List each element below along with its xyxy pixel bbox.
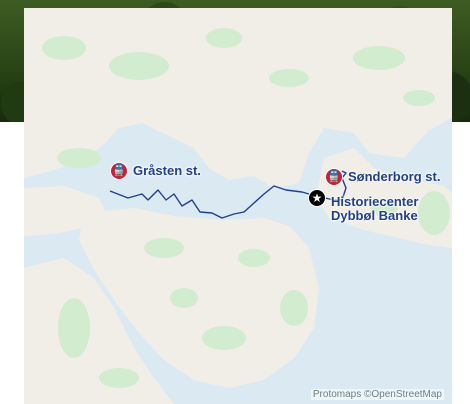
place-label: Historiecenter Dybbøl Banke bbox=[331, 194, 419, 223]
forest-areas bbox=[42, 28, 450, 388]
route-map[interactable]: 🚆 Gråsten st. 🚆 Sønderborg st. ★ Histori… bbox=[24, 8, 452, 404]
land-als bbox=[316, 148, 452, 248]
land-southwest bbox=[24, 258, 174, 404]
place-marker-sonderborg[interactable]: 🚆 Sønderborg st. bbox=[325, 168, 440, 186]
place-marker-grasten[interactable]: 🚆 Gråsten st. bbox=[110, 162, 201, 180]
map-canvas bbox=[24, 8, 452, 404]
place-label: Gråsten st. bbox=[133, 163, 201, 178]
fjord-inlet bbox=[114, 153, 202, 195]
place-marker-dybbol-banke[interactable]: ★ Historiecenter Dybbøl Banke bbox=[308, 189, 418, 223]
place-label: Sønderborg st. bbox=[348, 169, 441, 184]
star-icon: ★ bbox=[308, 189, 326, 207]
railway-route bbox=[109, 170, 347, 219]
land-west bbox=[24, 186, 106, 236]
train-icon: 🚆 bbox=[110, 162, 128, 180]
map-attribution[interactable]: Protomaps ©OpenStreetMap bbox=[310, 389, 444, 400]
train-icon: 🚆 bbox=[325, 168, 343, 186]
